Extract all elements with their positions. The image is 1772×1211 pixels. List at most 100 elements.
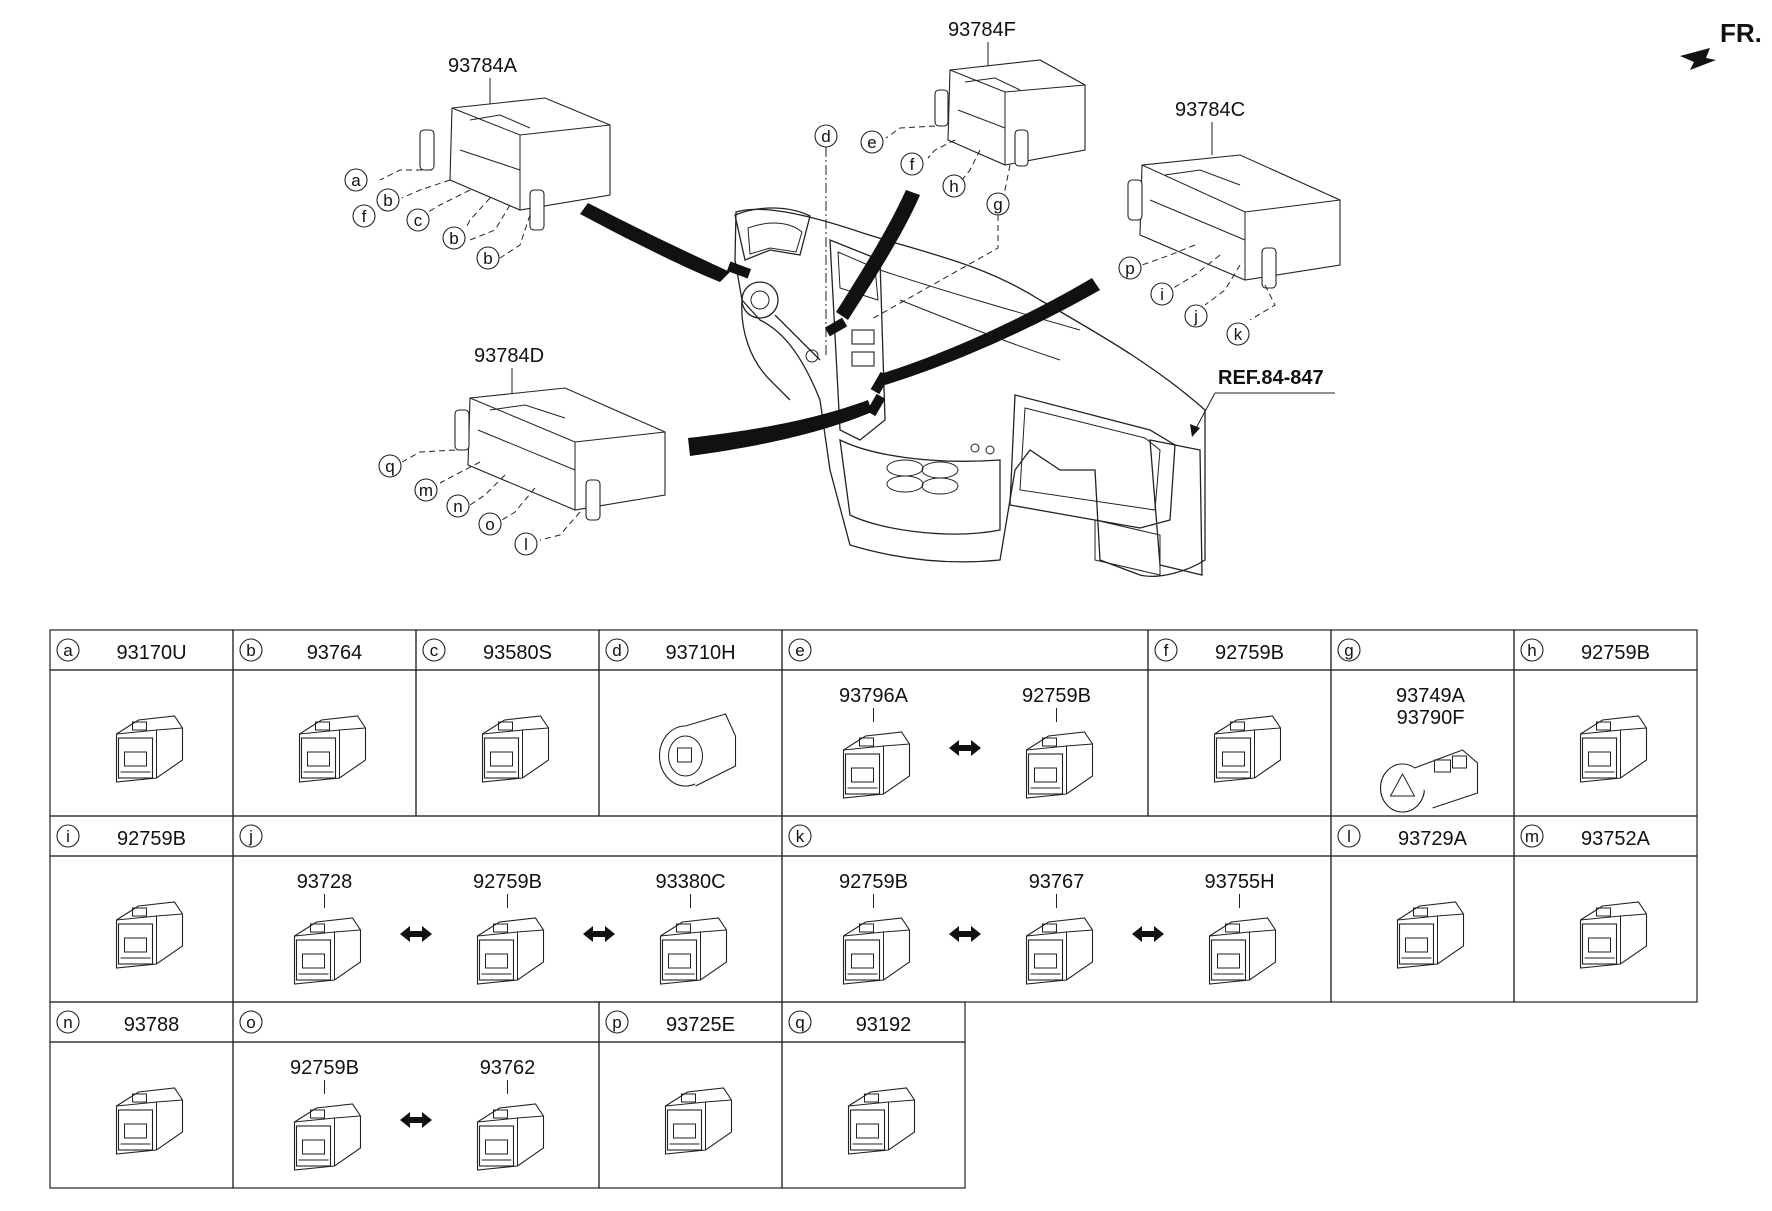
svg-text:l: l [524, 535, 528, 554]
assembly-93784A-label: 93784A [448, 55, 518, 77]
cell-letter: h [1520, 638, 1544, 662]
callout-h: h [942, 174, 966, 198]
cell-letter-text: m [1525, 827, 1539, 846]
table-cell-h: h 92759B [1513, 629, 1698, 817]
cell-letter-text: g [1344, 641, 1353, 660]
switch-icon [1213, 715, 1282, 783]
location-pointers [580, 190, 1100, 456]
switch-icon [115, 715, 184, 783]
assembly-93784A: 93784A [379, 55, 611, 259]
cell-letter-text: c [430, 641, 439, 660]
svg-text:q: q [385, 457, 394, 476]
table-cell-q: q 93192 [781, 1001, 966, 1189]
part-number: 93710H [665, 642, 735, 664]
part-number: 93755H [1204, 871, 1274, 893]
cell-letter-text: o [246, 1013, 255, 1032]
assembly-93784C-label: 93784C [1175, 99, 1245, 121]
callout-e: e [860, 130, 884, 154]
callouts-93784F: e f h g [860, 130, 1010, 216]
assembly-93784F: 93784F [885, 19, 1086, 196]
callout-b: b [476, 246, 500, 270]
cell-letter-text: e [795, 641, 804, 660]
cell-letter-text: h [1527, 641, 1536, 660]
cell-letter: o [239, 1010, 263, 1034]
cell-letter-text: p [612, 1013, 621, 1032]
table-cell-b: b 93764 [232, 629, 417, 817]
part-number: 92759B [1581, 642, 1650, 664]
callout-j: j [1184, 304, 1208, 328]
table-cell-f: f 92759B [1147, 629, 1332, 817]
table-cell-d: d 93710H [598, 629, 783, 817]
switch-icon [476, 917, 545, 985]
part-number: 93752A [1581, 828, 1651, 850]
callout-g: g [986, 192, 1010, 216]
part-number: 92759B [473, 871, 542, 893]
leader-g [869, 215, 999, 321]
part-number: 92759B [839, 871, 908, 893]
cell-letter: e [788, 638, 812, 662]
cell-letter-text: k [796, 827, 805, 846]
cell-letter: i [56, 824, 80, 848]
interchangeable-arrow-icon [949, 740, 981, 756]
start-button-icon [658, 713, 737, 787]
svg-text:f: f [362, 207, 367, 226]
svg-text:h: h [949, 177, 958, 196]
switch-icon [847, 1087, 916, 1155]
svg-text:e: e [867, 133, 876, 152]
interchangeable-arrow-icon [583, 926, 615, 942]
cell-letter: k [788, 824, 812, 848]
cell-letter: q [788, 1010, 812, 1034]
cell-letter: j [239, 824, 263, 848]
part-number: 93192 [856, 1014, 912, 1036]
callout-o: o [478, 512, 502, 536]
part-number: 92759B [1022, 685, 1091, 707]
callout-p: p [1118, 256, 1142, 280]
switch-icon [476, 1103, 545, 1171]
svg-text:p: p [1125, 259, 1134, 278]
table-cell-p: p 93725E [598, 1001, 783, 1189]
switch-icon [1396, 901, 1465, 969]
callout-k: k [1226, 322, 1250, 346]
switch-icon [1025, 731, 1094, 799]
switch-icon [1025, 917, 1094, 985]
callouts-93784A: a b f c b b [344, 168, 500, 270]
part-number: 93725E [666, 1014, 735, 1036]
svg-text:b: b [449, 229, 458, 248]
interchangeable-arrow-icon [949, 926, 981, 942]
part-number: 92759B [1215, 642, 1284, 664]
front-arrow-icon [1680, 48, 1716, 70]
callouts-93784C: p i j k [1118, 256, 1250, 346]
cell-letter-text: l [1347, 827, 1351, 846]
switch-icon [1579, 715, 1648, 783]
callout-d: d [814, 124, 838, 148]
cell-letter: c [422, 638, 446, 662]
svg-text:n: n [453, 497, 462, 516]
cell-letter: d [605, 638, 629, 662]
callout-d-group: d [814, 124, 838, 355]
svg-text:j: j [1193, 307, 1198, 326]
table-cell-e: e 93796A 92759B [781, 629, 1149, 817]
part-number: 93170U [116, 642, 186, 664]
callout-c: c [406, 208, 430, 232]
part-number: 92759B [117, 828, 186, 850]
cell-letter-text: b [246, 641, 255, 660]
callout-f: f [352, 204, 376, 228]
callout-m: m [414, 478, 438, 502]
part-number: 93796A [839, 685, 909, 707]
svg-text:f: f [910, 155, 915, 174]
table-cell-m: m 93752A [1513, 815, 1698, 1003]
cell-letter-text: f [1164, 641, 1169, 660]
assembly-93784D-label: 93784D [474, 345, 544, 367]
switch-icon [293, 917, 362, 985]
part-number: 93764 [307, 642, 363, 664]
interchangeable-arrow-icon [400, 926, 432, 942]
table-cell-i: i 92759B [49, 815, 234, 1003]
front-direction-indicator: FR. [1680, 18, 1762, 70]
callout-a: a [344, 168, 368, 192]
part-number: 93762 [480, 1057, 536, 1079]
